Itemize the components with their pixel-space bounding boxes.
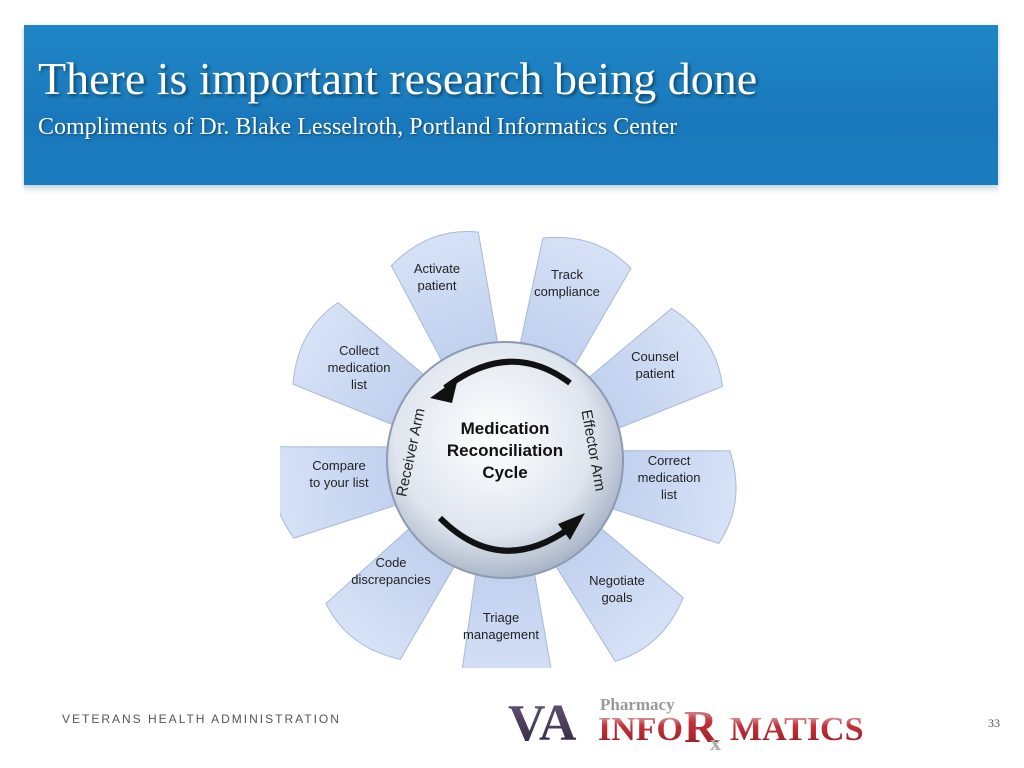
step-collect-medication-list: Collect medication list [304,342,414,393]
step-line: Collect [339,343,379,358]
step-line: Track [550,267,584,282]
step-correct-medication-list: Correct medication list [614,452,724,503]
step-line: Counsel [631,349,679,364]
center-label: Medication Reconciliation Cycle [410,418,600,484]
step-line: discrepancies [351,572,431,587]
step-activate-patient: Activate patient [382,260,492,294]
step-line: compliance [534,284,600,299]
step-line: Correct [647,453,691,468]
svg-text:INFO: INFO [598,711,683,748]
step-line: management [463,627,539,642]
step-line: to your list [309,475,369,490]
svg-text:x: x [710,730,721,754]
step-line: Negotiate [589,573,645,588]
step-line: patient [417,278,457,293]
title-banner [24,25,998,195]
medication-reconciliation-diagram: Activate patient Track compliance Counse… [280,228,740,668]
organization-name: VETERANS HEALTH ADMINISTRATION [62,712,341,726]
step-line: Triage [482,610,520,625]
petal [390,231,500,370]
slide-subtitle: Compliments of Dr. Blake Lesselroth, Por… [38,114,678,140]
step-track-compliance: Track compliance [512,266,622,300]
svg-text:Pharmacy: Pharmacy [600,695,675,714]
page-number: 33 [988,716,1000,730]
step-negotiate-goals: Negotiate goals [562,572,672,606]
step-line: goals [601,590,633,605]
step-line: patient [635,366,675,381]
step-line: Code [375,555,407,570]
step-line: list [661,487,677,502]
center-line: Medication [460,419,550,438]
step-line: medication [327,360,391,375]
step-compare-to-your-list: Compare to your list [284,457,394,491]
step-line: list [351,377,367,392]
slide-title: There is important research being done [38,53,758,104]
step-line: Activate [413,261,461,276]
center-line: Cycle [482,463,528,482]
center-line: Reconciliation [446,441,564,460]
svg-text:MATICS: MATICS [730,711,864,748]
step-line: medication [637,470,701,485]
va-pharmacy-informatics-logo: VA Pharmacy INFO R x MATICS [508,695,864,754]
step-counsel-patient: Counsel patient [600,348,710,382]
step-triage-management: Triage management [446,609,556,643]
svg-text:VA: VA [508,695,577,752]
cycle-graphic [280,231,737,668]
svg-text:R: R [684,701,718,752]
step-line: Compare [312,458,366,473]
step-code-discrepancies: Code discrepancies [336,554,446,588]
